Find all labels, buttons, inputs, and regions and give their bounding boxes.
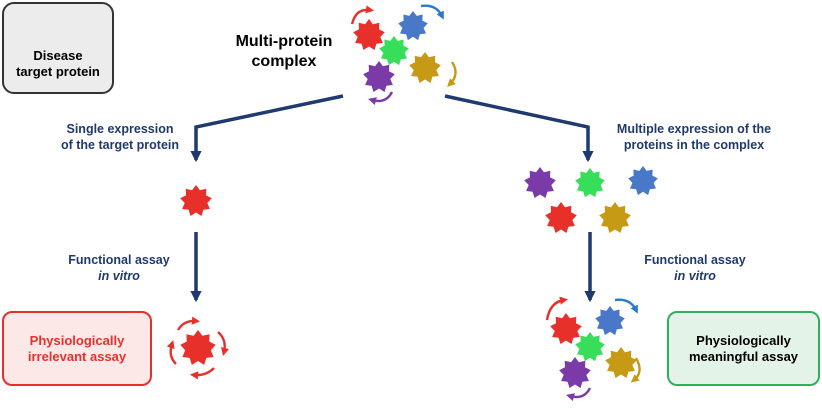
single-assay-red-protein bbox=[180, 330, 216, 365]
separate-blue-protein bbox=[628, 166, 658, 196]
legend-box: Disease target protein bbox=[2, 2, 114, 94]
right-assay-line1: Functional assay bbox=[644, 253, 746, 267]
arrow-to-multiple-expression bbox=[444, 94, 594, 163]
legend-text-line1: Disease bbox=[33, 48, 83, 63]
legend-text-line2: target protein bbox=[16, 63, 100, 79]
separate-red-protein bbox=[545, 202, 577, 233]
result-purple-protein bbox=[559, 357, 591, 388]
multiple-expression-label: Multiple expression of the proteins in t… bbox=[596, 121, 792, 154]
rotation-arrows-top bbox=[350, 4, 457, 106]
complex-title-line2: complex bbox=[251, 53, 317, 70]
complex-title-line1: Multi-protein bbox=[235, 33, 333, 50]
single-red-protein bbox=[180, 185, 212, 216]
irrelevant-assay-line2: irrelevant assay bbox=[27, 348, 127, 364]
irrelevant-assay-box: Physiologically irrelevant assay bbox=[2, 311, 152, 386]
result-green-protein bbox=[575, 332, 605, 362]
complex-title: Multi-protein complex bbox=[212, 32, 356, 72]
complex-blue-protein bbox=[398, 11, 428, 41]
result-red-protein bbox=[550, 313, 582, 344]
separate-green-protein bbox=[575, 168, 605, 198]
rotation-arrows-bottom-right bbox=[545, 296, 641, 402]
left-assay-label: Functional assay in vitro bbox=[44, 252, 194, 285]
complex-green-protein bbox=[379, 36, 409, 66]
irrelevant-assay-line1: Physiologically bbox=[29, 332, 125, 348]
left-assay-line2: in vitro bbox=[98, 269, 140, 284]
separate-purple-protein bbox=[524, 167, 556, 198]
rotation-arrows-single bbox=[166, 316, 229, 380]
single-expression-line1: Single expression bbox=[66, 122, 174, 136]
separate-gold-protein bbox=[599, 202, 631, 233]
flow-arrows bbox=[190, 94, 596, 303]
result-gold-protein bbox=[605, 347, 637, 378]
meaningful-assay-line1: Physiologically bbox=[696, 332, 791, 348]
meaningful-assay-line2: meaningful assay bbox=[688, 348, 799, 364]
complex-purple-protein bbox=[363, 61, 395, 92]
single-expression-line2: of the target protein bbox=[60, 138, 180, 153]
result-blue-protein bbox=[595, 306, 625, 336]
right-assay-label: Functional assay in vitro bbox=[620, 252, 770, 285]
multiple-expression-line1: Multiple expression of the bbox=[616, 122, 772, 136]
single-expression-label: Single expression of the target protein bbox=[40, 121, 200, 154]
meaningful-assay-box: Physiologically meaningful assay bbox=[667, 311, 820, 386]
complex-red-protein bbox=[353, 19, 385, 50]
multiple-expression-line2: proteins in the complex bbox=[623, 138, 765, 153]
left-assay-line1: Functional assay bbox=[68, 253, 170, 267]
right-assay-line2: in vitro bbox=[674, 269, 716, 284]
arrow-to-single-expression bbox=[190, 94, 344, 163]
complex-gold-protein bbox=[409, 52, 441, 83]
